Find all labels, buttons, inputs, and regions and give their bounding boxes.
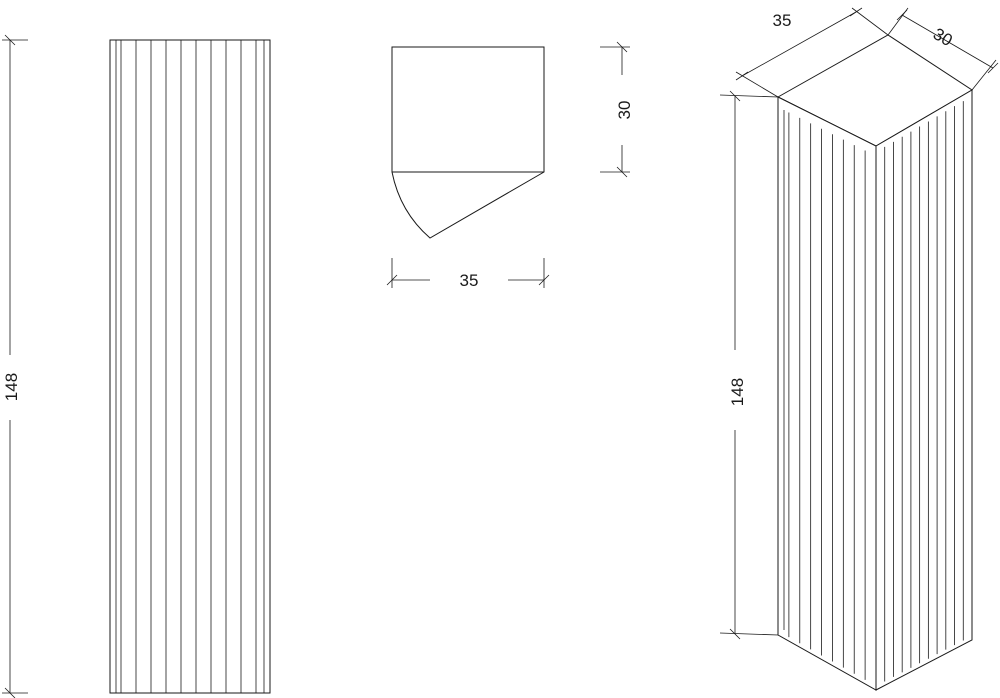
top-depth-dimension: 30 — [600, 41, 634, 178]
iso-width-dimension: 35 — [735, 7, 889, 98]
front-height-label: 148 — [2, 373, 21, 401]
top-view-outline — [391, 46, 545, 239]
top-width-label: 35 — [460, 271, 479, 290]
top-width-dimension: 35 — [386, 258, 550, 290]
iso-height-dimension: 148 — [719, 90, 779, 640]
isometric-view: 35 30 148 — [719, 7, 999, 691]
iso-right-flutes — [884, 101, 964, 682]
iso-left-flutes — [783, 110, 866, 680]
iso-depth-label: 30 — [930, 24, 956, 50]
iso-left-face — [777, 96, 877, 691]
front-column-flutes — [115, 40, 265, 693]
iso-height-label: 148 — [728, 378, 747, 406]
iso-right-face — [875, 89, 973, 691]
front-height-dimension: 148 — [2, 34, 28, 698]
top-depth-label: 30 — [615, 101, 634, 120]
front-column-outline — [109, 39, 271, 694]
front-view: 148 — [2, 34, 271, 698]
top-view: 30 35 — [386, 41, 634, 290]
iso-width-label: 35 — [773, 11, 792, 30]
